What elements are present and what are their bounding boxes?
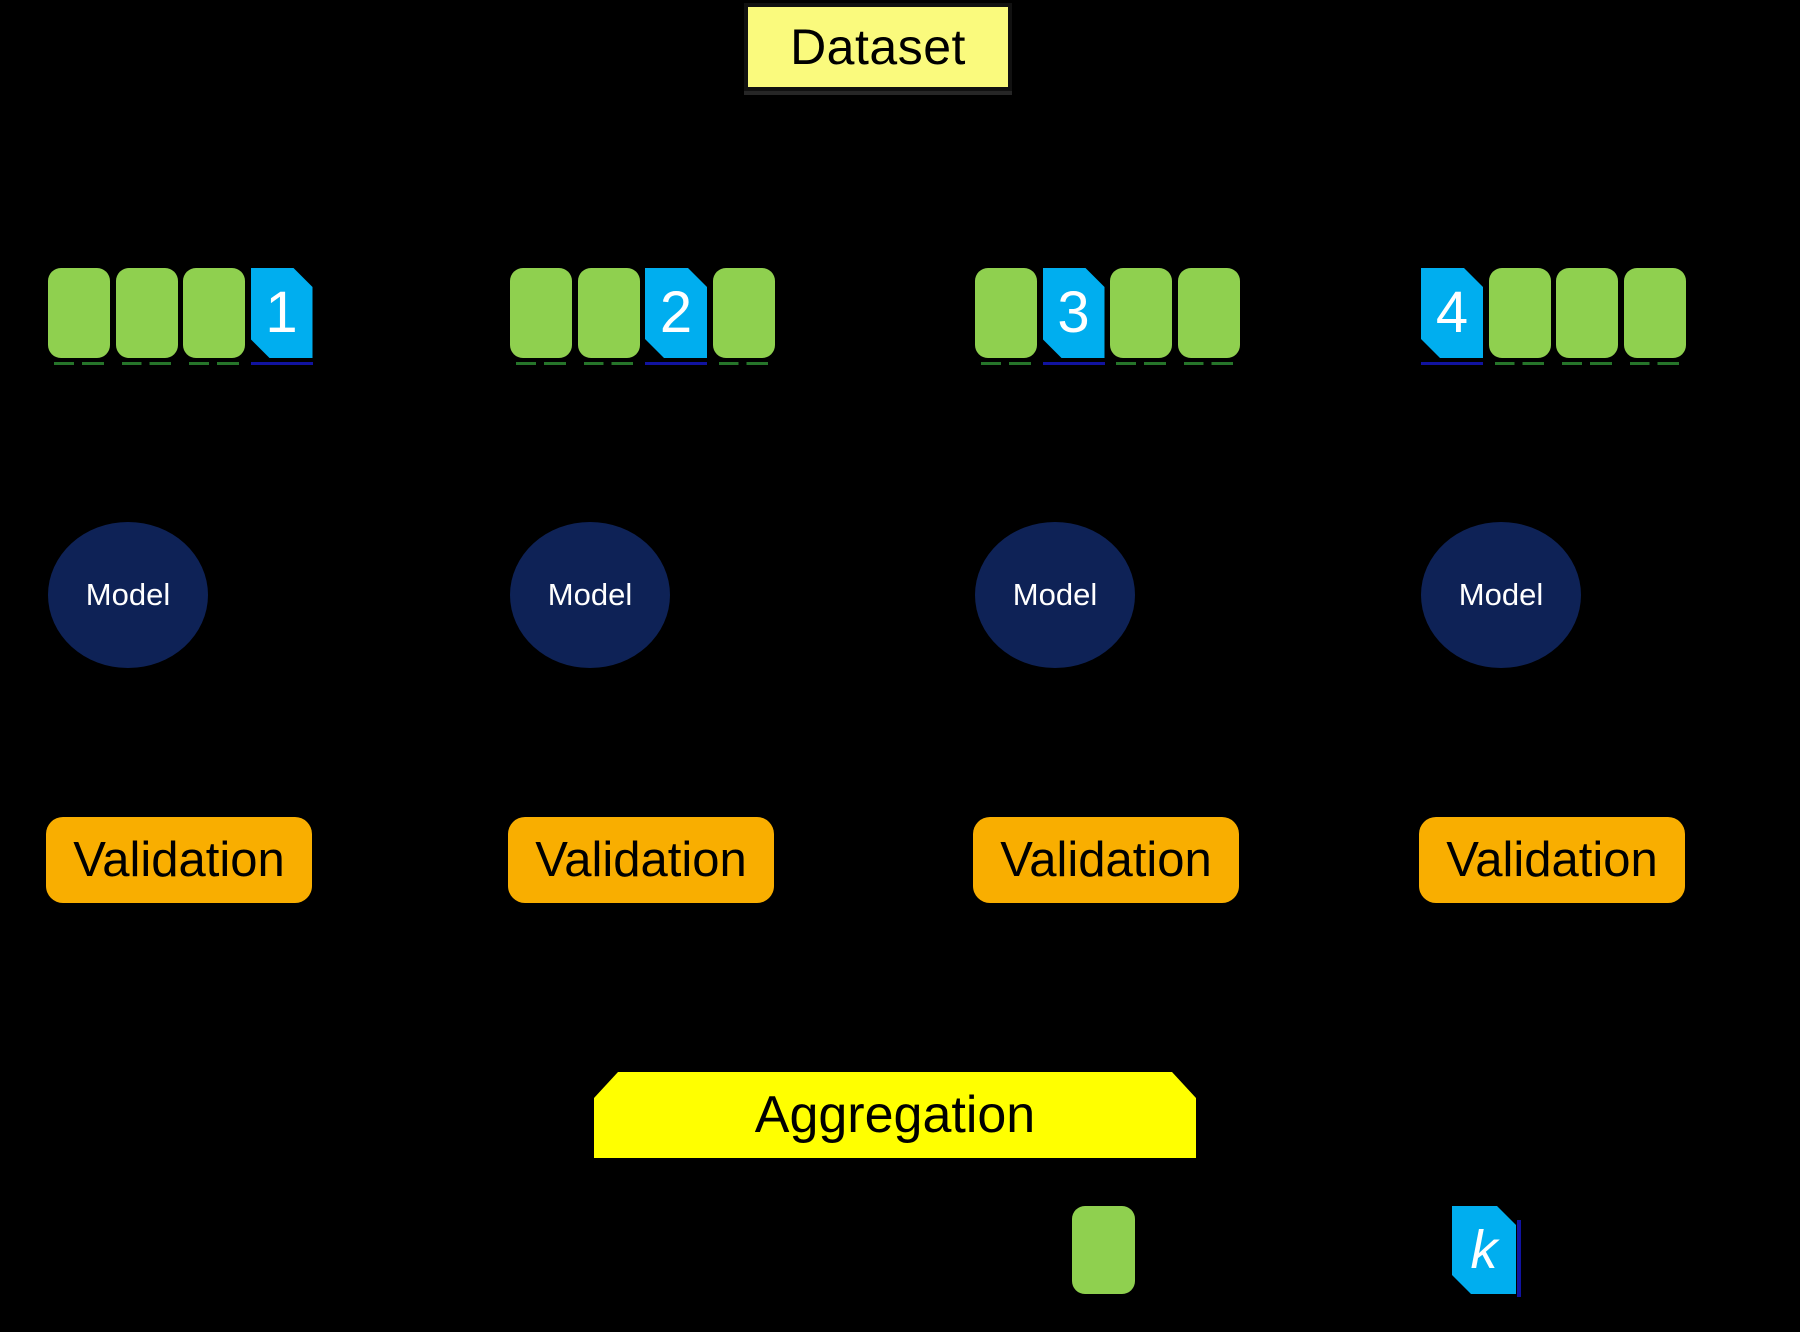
fold-number: 2 (659, 280, 693, 345)
model-label: Model (85, 577, 171, 612)
validation-fold-block: 2 (645, 268, 707, 365)
training-fold-block (510, 268, 572, 365)
fold-row-3: 3 (975, 268, 1240, 365)
validation-label: Validation (1000, 833, 1212, 887)
fold-row-2: 2 (510, 268, 775, 365)
training-fold-block (1488, 268, 1551, 365)
validation-fold-shape: 1 (251, 268, 313, 358)
validation-box-2: Validation (508, 817, 774, 903)
validation-fold-shape: 3 (1043, 268, 1105, 358)
cv-iteration-3: 3 Model Validation (973, 268, 1240, 908)
validation-box-4: Validation (1419, 817, 1685, 903)
training-fold-block (1110, 268, 1172, 365)
legend-training-fold-swatch (1072, 1206, 1135, 1294)
fold-row-4: 4 (1421, 268, 1686, 365)
model-node-4: Model (1421, 522, 1581, 668)
validation-label: Validation (1446, 833, 1658, 887)
validation-box-3: Validation (973, 817, 1239, 903)
aggregation-box: Aggregation (594, 1072, 1196, 1158)
legend-k-shape: k (1452, 1206, 1516, 1294)
training-fold-block (577, 268, 640, 365)
training-fold-block (1177, 268, 1240, 365)
model-label: Model (1458, 577, 1544, 612)
legend-validation-fold-swatch: k (1452, 1206, 1521, 1297)
validation-box-1: Validation (46, 817, 312, 903)
legend-k-label: k (1470, 1220, 1498, 1280)
validation-label: Validation (535, 833, 747, 887)
validation-fold-block: 3 (1043, 268, 1105, 365)
fold-number: 4 (1435, 280, 1469, 345)
validation-fold-shape: 2 (645, 268, 707, 358)
validation-fold-block: 4 (1421, 268, 1483, 365)
cv-iteration-4: 4 Model Validation (1419, 268, 1686, 908)
training-fold-block (48, 268, 110, 365)
training-fold-block (1623, 268, 1686, 365)
dataset-box: Dataset (744, 3, 1012, 91)
training-fold-block (1556, 268, 1618, 365)
model-node-1: Model (48, 522, 208, 668)
cv-iteration-1: 1 Model Validation (46, 268, 313, 908)
cv-iteration-2: 2 Model Validation (508, 268, 775, 908)
training-fold-block (115, 268, 178, 365)
fold-number: 3 (1057, 280, 1090, 345)
validation-label: Validation (73, 833, 285, 887)
model-node-2: Model (510, 522, 670, 668)
model-node-3: Model (975, 522, 1135, 668)
fold-row-1: 1 (48, 268, 313, 365)
validation-fold-shape: 4 (1421, 268, 1483, 358)
fold-number: 1 (265, 280, 298, 345)
model-label: Model (547, 577, 633, 612)
dataset-label: Dataset (790, 19, 966, 75)
aggregation-label: Aggregation (754, 1086, 1036, 1144)
model-label: Model (1012, 577, 1098, 612)
training-fold-block (712, 268, 775, 365)
validation-fold-block: 1 (251, 268, 313, 365)
training-fold-block (183, 268, 245, 365)
training-fold-block (975, 268, 1037, 365)
